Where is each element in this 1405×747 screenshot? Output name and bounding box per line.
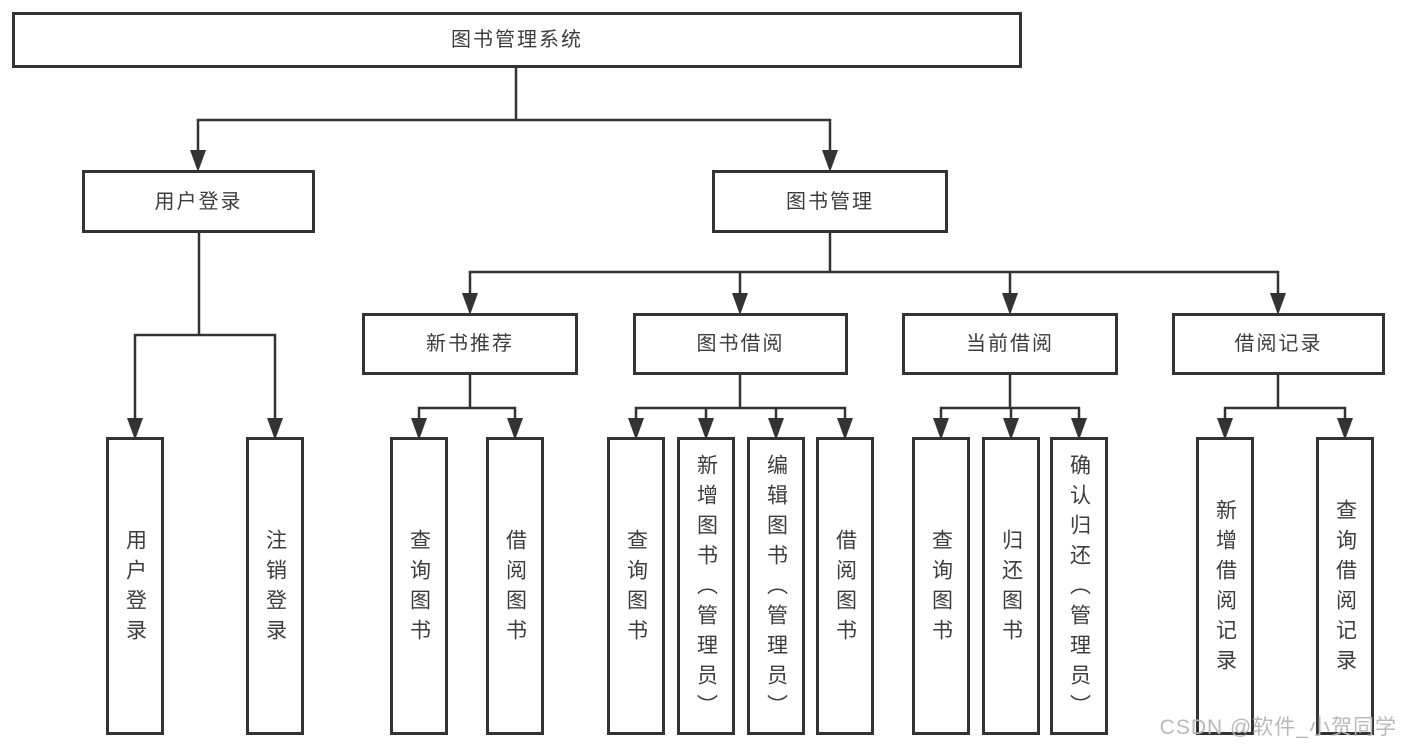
node-leaf-return-book: 归还图书 — [982, 437, 1040, 735]
node-leaf-query-book-recommend: 查询图书 — [390, 437, 448, 735]
node-borrow-records: 借阅记录 — [1172, 313, 1385, 375]
node-leaf-logout: 注销登录 — [246, 437, 304, 735]
node-book-management: 图书管理 — [712, 170, 948, 233]
node-leaf-borrow-book-recommend: 借阅图书 — [486, 437, 544, 735]
node-current-borrow: 当前借阅 — [902, 313, 1118, 375]
node-book-borrow: 图书借阅 — [633, 313, 848, 375]
node-leaf-query-book-current: 查询图书 — [912, 437, 970, 735]
node-user-login: 用户登录 — [82, 170, 315, 233]
node-leaf-add-borrow-record: 新增借阅记录 — [1196, 437, 1254, 735]
node-root: 图书管理系统 — [12, 12, 1022, 68]
watermark: CSDN @软件_小贺同学 — [1159, 716, 1397, 739]
node-leaf-query-borrow-record: 查询借阅记录 — [1316, 437, 1374, 735]
node-leaf-confirm-return-admin: 确认归还（管理员） — [1050, 437, 1108, 735]
node-leaf-query-book-borrow: 查询图书 — [607, 437, 665, 735]
node-leaf-add-book-admin: 新增图书（管理员） — [677, 437, 735, 735]
node-new-book-recommend: 新书推荐 — [362, 313, 578, 375]
node-leaf-user-login: 用户登录 — [106, 437, 164, 735]
node-leaf-borrow-book: 借阅图书 — [816, 437, 874, 735]
node-leaf-edit-book-admin: 编辑图书（管理员） — [747, 437, 805, 735]
